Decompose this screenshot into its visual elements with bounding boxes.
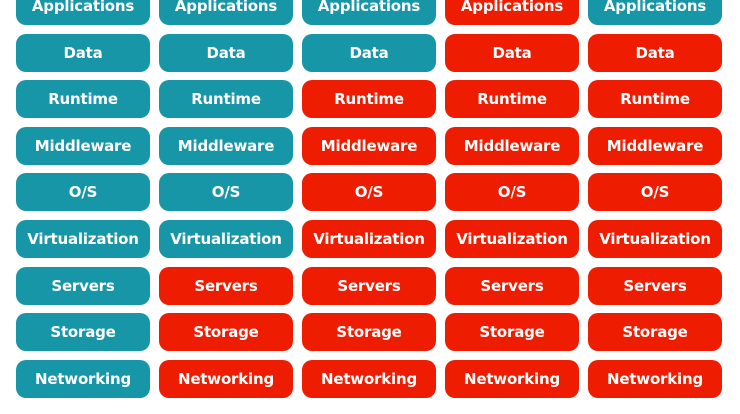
layer-o-s-col-3: O/S — [302, 173, 436, 212]
layer-middleware-col-1: Middleware — [16, 126, 150, 165]
layer-networking-col-2: Networking — [159, 359, 293, 398]
layer-applications-col-3: Applications — [302, 0, 436, 25]
layer-servers-col-4: Servers — [445, 266, 579, 305]
layer-o-s-col-4: O/S — [445, 173, 579, 212]
layer-networking-col-4: Networking — [445, 359, 579, 398]
layer-applications-col-1: Applications — [16, 0, 150, 25]
layer-storage-col-3: Storage — [302, 313, 436, 352]
layer-runtime-col-3: Runtime — [302, 80, 436, 119]
layer-runtime-col-1: Runtime — [16, 80, 150, 119]
layer-virtualization-col-4: Virtualization — [445, 219, 579, 258]
layer-networking-col-3: Networking — [302, 359, 436, 398]
layer-storage-col-2: Storage — [159, 313, 293, 352]
layer-data-col-1: Data — [16, 33, 150, 72]
layer-o-s-col-5: O/S — [588, 173, 722, 212]
layer-applications-col-2: Applications — [159, 0, 293, 25]
layer-middleware-col-3: Middleware — [302, 126, 436, 165]
layer-servers-col-3: Servers — [302, 266, 436, 305]
layer-middleware-col-2: Middleware — [159, 126, 293, 165]
layer-virtualization-col-5: Virtualization — [588, 219, 722, 258]
layer-storage-col-1: Storage — [16, 313, 150, 352]
layer-middleware-col-5: Middleware — [588, 126, 722, 165]
layer-middleware-col-4: Middleware — [445, 126, 579, 165]
layer-networking-col-5: Networking — [588, 359, 722, 398]
layer-data-col-3: Data — [302, 33, 436, 72]
layer-networking-col-1: Networking — [16, 359, 150, 398]
layer-storage-col-5: Storage — [588, 313, 722, 352]
layer-o-s-col-1: O/S — [16, 173, 150, 212]
layer-runtime-col-4: Runtime — [445, 80, 579, 119]
layer-runtime-col-2: Runtime — [159, 80, 293, 119]
layer-virtualization-col-1: Virtualization — [16, 219, 150, 258]
layer-data-col-4: Data — [445, 33, 579, 72]
layer-runtime-col-5: Runtime — [588, 80, 722, 119]
layer-virtualization-col-2: Virtualization — [159, 219, 293, 258]
layer-servers-col-2: Servers — [159, 266, 293, 305]
responsibility-stack-grid: Applications Applications Applications Appl… — [16, 0, 722, 398]
layer-data-col-5: Data — [588, 33, 722, 72]
layer-virtualization-col-3: Virtualization — [302, 219, 436, 258]
layer-storage-col-4: Storage — [445, 313, 579, 352]
layer-servers-col-5: Servers — [588, 266, 722, 305]
layer-o-s-col-2: O/S — [159, 173, 293, 212]
layer-applications-col-4: Applications — [445, 0, 579, 25]
layer-servers-col-1: Servers — [16, 266, 150, 305]
layer-applications-col-5: Applications — [588, 0, 722, 25]
layer-data-col-2: Data — [159, 33, 293, 72]
